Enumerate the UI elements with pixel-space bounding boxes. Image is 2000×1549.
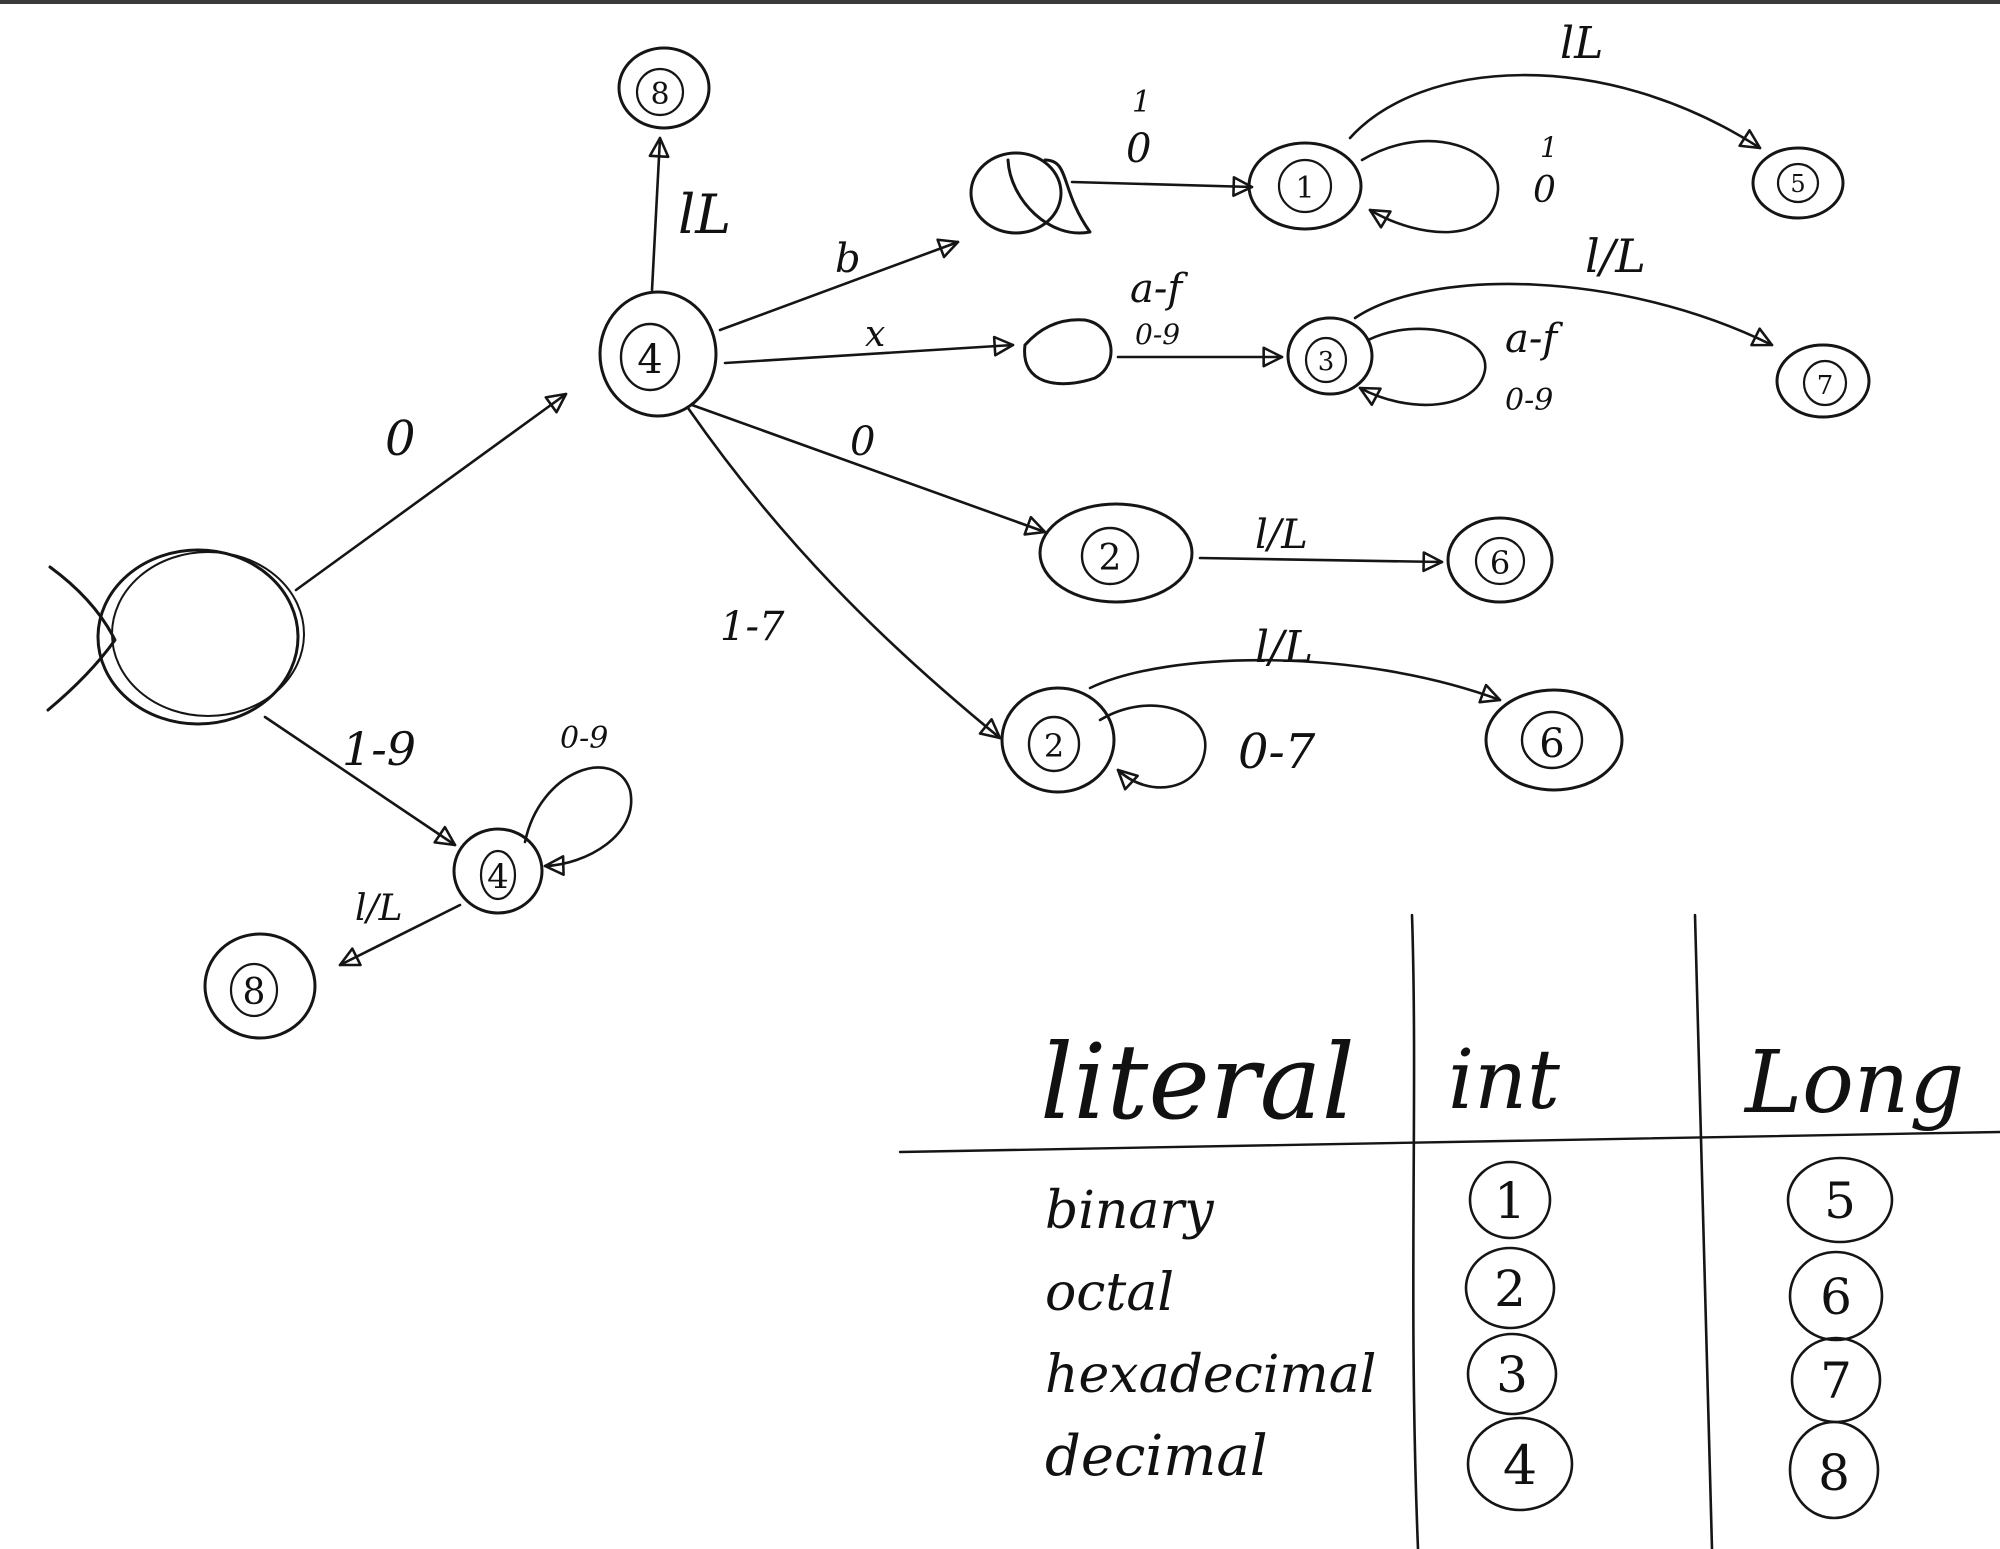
- state-6-b: 6: [1484, 688, 1624, 792]
- transition-2a-to-6: l/L: [1198, 512, 1444, 573]
- table-int-cell-2: 2: [1464, 1246, 1556, 1330]
- table-int-value-4: 4: [1503, 1434, 1537, 1497]
- state-4-top: 4: [598, 290, 718, 418]
- table-row-decimal-label: decimal: [1045, 1424, 1268, 1489]
- transition-1-loop-label-bottom: 0: [1533, 170, 1556, 211]
- table-header-rule: [898, 1130, 2000, 1154]
- transition-decimal-to-8: l/L: [338, 888, 462, 967]
- state-binary-intermediate: [969, 151, 1092, 235]
- state-8dec-label: 8: [243, 972, 266, 1013]
- transition-3-loop-label-bottom: 0-9: [1505, 383, 1553, 418]
- transition-binary-to-1-label-top: 1: [1132, 85, 1151, 120]
- transition-hex-to-3: a-f 0-9: [1116, 266, 1284, 368]
- state-2a-label: 2: [1099, 538, 1122, 579]
- transition-start-to-4-label: 0: [385, 411, 416, 467]
- state-8-top-label: 8: [650, 77, 669, 112]
- state-5-label: 5: [1790, 170, 1805, 198]
- table-row-hexadecimal-label: hexadecimal: [1045, 1345, 1376, 1405]
- transition-1-to-5-label: lL: [1560, 18, 1603, 69]
- transition-1-loop: 1 0: [1360, 131, 1558, 234]
- transition-4-to-2a: 0: [690, 403, 1047, 536]
- table-long-cell-8: 8: [1788, 1420, 1880, 1520]
- state-3-label: 3: [1318, 347, 1335, 377]
- transition-hex-to-3-label-bottom: 0-9: [1135, 318, 1180, 351]
- transition-4-to-2b: 1-7: [686, 406, 1002, 740]
- transition-4-to-8-top-label: lL: [678, 183, 731, 246]
- transition-4-to-binary: b: [718, 236, 960, 332]
- table-int-value-3: 3: [1496, 1346, 1528, 1404]
- state-start: [46, 548, 305, 726]
- transition-1-to-5: lL: [1348, 18, 1762, 150]
- table-header-literal: literal: [1040, 1021, 1355, 1143]
- table-int-cell-1: 1: [1468, 1160, 1552, 1240]
- table-int-value-1: 1: [1494, 1172, 1526, 1230]
- transition-4-to-hex: x: [723, 314, 1015, 365]
- table-header-long: Long: [1743, 1033, 1964, 1133]
- transition-1-loop-label-top: 1: [1540, 131, 1558, 164]
- table-int-value-2: 2: [1494, 1260, 1526, 1318]
- table-column-divider-2: [1693, 913, 1714, 1549]
- transition-4-to-2b-label: 1-7: [720, 604, 785, 650]
- transition-binary-to-1-label-bottom: 0: [1126, 126, 1151, 172]
- table-int-cell-4: 4: [1466, 1416, 1574, 1512]
- transition-binary-to-1: 1 0: [1070, 85, 1254, 197]
- transition-hex-to-3-label-top: a-f: [1130, 266, 1188, 312]
- state-2-octal-a: 2: [1038, 502, 1194, 604]
- state-4dec-label: 4: [487, 857, 509, 897]
- state-1-label: 1: [1295, 171, 1314, 206]
- transition-start-to-decimal-label: 1-9: [342, 722, 416, 776]
- transition-decimal-loop: 0-9: [523, 721, 633, 876]
- table-long-value-6: 6: [1820, 1268, 1852, 1326]
- state-6b-label: 6: [1539, 721, 1564, 767]
- transition-3-to-7: l/L: [1353, 229, 1774, 347]
- transition-decimal-to-8-label: l/L: [355, 888, 403, 929]
- table-row-octal-label: octal: [1045, 1263, 1174, 1323]
- table-row-binary-label: binary: [1045, 1181, 1214, 1241]
- transition-4-to-8-top: lL: [648, 136, 731, 292]
- transition-4-to-2a-label: 0: [850, 419, 875, 465]
- state-4-decimal: 4: [452, 827, 544, 915]
- transition-2b-loop-label: 0-7: [1238, 724, 1316, 780]
- state-hex-intermediate: [1023, 318, 1113, 386]
- table-long-value-5: 5: [1824, 1172, 1856, 1230]
- state-6a-label: 6: [1490, 544, 1510, 582]
- state-3: 3: [1286, 316, 1374, 396]
- table-long-cell-7: 7: [1790, 1336, 1882, 1424]
- state-2-octal-b: 2: [1000, 686, 1116, 794]
- top-edge-bar: [0, 0, 2000, 4]
- table-long-cell-6: 6: [1788, 1250, 1884, 1342]
- table-column-divider-1: [1410, 913, 1420, 1549]
- transition-3-to-7-label: l/L: [1585, 229, 1646, 283]
- transition-2b-to-6-label: l/L: [1255, 622, 1313, 673]
- state-7-label: 7: [1817, 371, 1834, 401]
- state-8-top: 8: [617, 46, 711, 130]
- transition-4-to-hex-label: x: [865, 314, 885, 355]
- legend-table: literal int Long binary octal hexadecima…: [898, 913, 2000, 1549]
- state-4-top-label: 4: [637, 337, 662, 383]
- transition-3-loop: a-f 0-9: [1358, 316, 1563, 418]
- state-5: 5: [1751, 146, 1845, 220]
- transition-start-to-4: 0: [294, 392, 568, 592]
- table-header-int: int: [1448, 1033, 1561, 1128]
- table-long-value-8: 8: [1818, 1444, 1850, 1502]
- state-6-a: 6: [1446, 516, 1554, 604]
- table-long-cell-5: 5: [1786, 1156, 1894, 1244]
- transition-2b-to-6: l/L: [1088, 622, 1502, 704]
- state-1: 1: [1247, 141, 1363, 231]
- state-2b-label: 2: [1044, 727, 1064, 765]
- transition-4-to-binary-label: b: [835, 236, 861, 282]
- transition-2a-to-6-label: l/L: [1255, 512, 1308, 558]
- table-int-cell-3: 3: [1466, 1332, 1558, 1416]
- transition-3-loop-label-top: a-f: [1505, 316, 1563, 362]
- transition-2b-loop: 0-7: [1098, 704, 1316, 791]
- transition-start-to-decimal: 1-9: [263, 715, 457, 847]
- state-8-decimal: 8: [203, 932, 317, 1040]
- table-long-value-7: 7: [1820, 1352, 1852, 1410]
- state-7: 7: [1775, 343, 1871, 419]
- transition-decimal-loop-label: 0-9: [560, 721, 608, 756]
